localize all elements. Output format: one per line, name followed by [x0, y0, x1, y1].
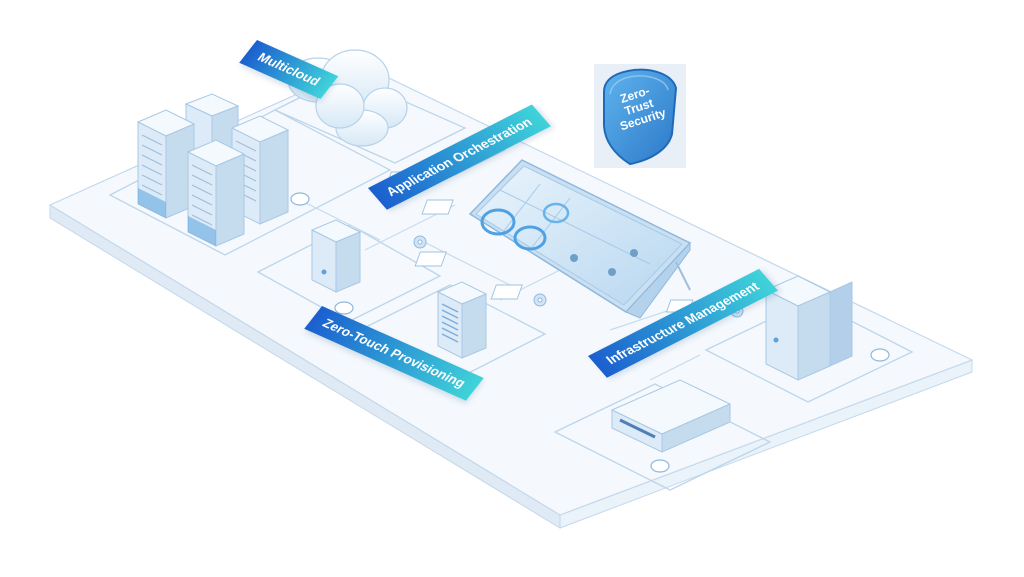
edge-server-center: [436, 281, 488, 359]
map-pin-icon: [570, 249, 638, 276]
status-dot-icon: [334, 301, 354, 315]
status-dot-icon: [650, 459, 670, 473]
switch-icon: [421, 199, 454, 215]
status-dot-icon: [870, 348, 890, 362]
switch-icon: [414, 251, 447, 267]
edge-server-right: [764, 275, 853, 381]
server-tower-left: [136, 109, 196, 219]
server-tower-front: [186, 139, 246, 247]
zone-edge-bottom: [553, 383, 772, 491]
gauge-icon: [542, 202, 570, 224]
gear-icons: [413, 235, 744, 318]
edge-server-left: [310, 219, 362, 293]
edge-appliance: [610, 379, 732, 453]
gauge-icon: [480, 208, 516, 236]
status-dot-icon: [290, 192, 310, 206]
switch-icon: [490, 284, 523, 300]
status-indicators: [290, 192, 890, 473]
shield-icon: [603, 68, 678, 166]
gauge-icon: [513, 225, 547, 251]
zero-trust-badge: [594, 64, 686, 168]
dashboard-screen: [468, 159, 692, 319]
datacenter-servers: [136, 93, 290, 247]
